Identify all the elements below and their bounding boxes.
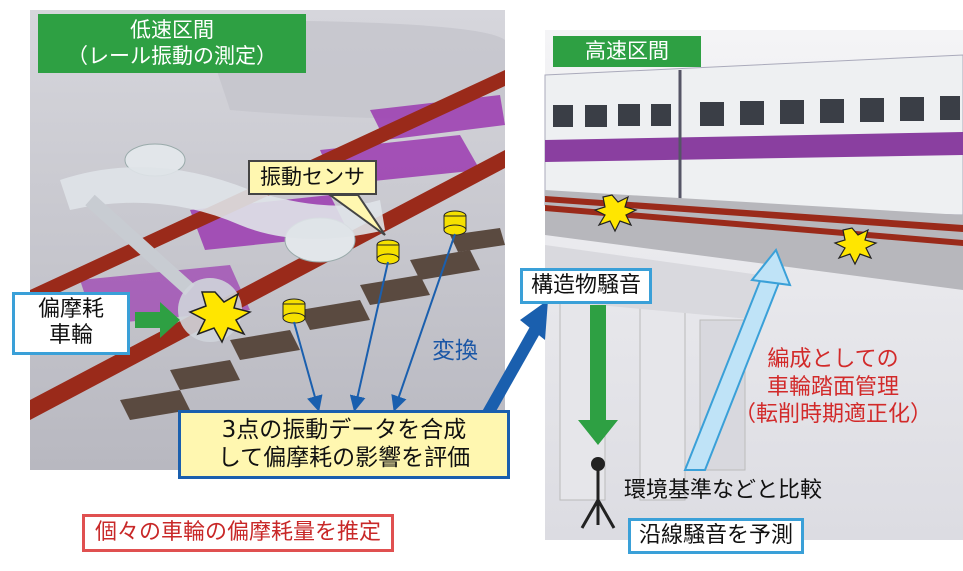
sensor-icon (376, 239, 400, 265)
impact-star-right-1 (593, 194, 638, 233)
management-line3: （転削時期適正化） (733, 402, 932, 427)
feedback-arrow (683, 248, 792, 471)
management-line2: 車輪踏面管理 (766, 374, 899, 400)
low-speed-title: 低速区間 (130, 18, 214, 42)
low-speed-scene (30, 10, 505, 470)
sensor-icon (282, 298, 306, 324)
green-down-arrow (578, 305, 618, 445)
synthesis-line2: して偏摩耗の影響を評価 (217, 444, 471, 471)
worn-wheel-box: 偏摩耗 車輪 (12, 292, 130, 355)
green-arrow-worn-wheel (135, 302, 180, 338)
microphone-icon (580, 457, 616, 529)
worn-wheel-line2: 車輪 (48, 323, 93, 349)
sensor-icon (443, 210, 467, 236)
structure-noise-box: 構造物騒音 (520, 268, 653, 305)
synthesis-box: 3点の振動データを合成 して偏摩耗の影響を評価 (178, 410, 510, 480)
high-speed-tag: 高速区間 (553, 36, 701, 68)
management-text: 編成としての 車輪踏面管理 （転削時期適正化） (708, 346, 958, 429)
compare-label: 環境基準などと比較 (624, 478, 823, 503)
sensor-to-synthesis-arrows (293, 233, 456, 412)
low-speed-tag: 低速区間 （レール振動の測定） (38, 14, 306, 73)
convert-label: 変換 (432, 338, 478, 364)
worn-wheel-line1: 偏摩耗 (37, 297, 104, 322)
train-windows (553, 96, 960, 127)
synthesis-line1: 3点の振動データを合成 (221, 417, 467, 443)
management-line1: 編成としての (767, 347, 899, 372)
vibration-sensors (282, 210, 467, 324)
estimate-wear-box: 個々の車輪の偏摩耗量を推定 (82, 514, 395, 553)
impact-star-left (188, 291, 252, 344)
impact-star-right-2 (833, 227, 878, 266)
convert-arrow (481, 300, 548, 418)
low-speed-subtitle: （レール振動の測定） (67, 44, 277, 69)
high-speed-title: 高速区間 (585, 39, 669, 63)
sensor-label: 振動センサ (248, 160, 377, 196)
predict-noise-box: 沿線騒音を予測 (628, 518, 805, 555)
